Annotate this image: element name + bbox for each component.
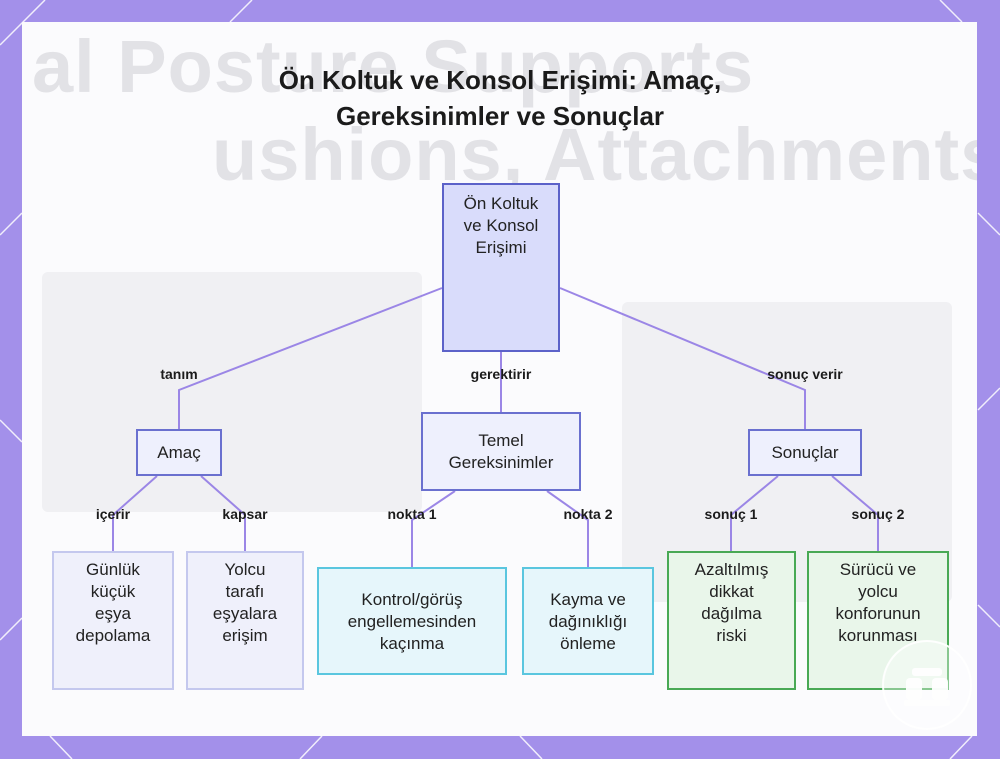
node-sonuclar: Sonuçlar — [748, 429, 862, 476]
node-text-line: depolama — [75, 626, 151, 645]
edge-label-icerir: içerir — [95, 506, 131, 522]
node-yolcu-tarafi: Yolcu tarafı eşyalara erişim — [186, 551, 304, 690]
node-text-line: konforunun — [835, 604, 921, 623]
node-text-line: Günlük — [86, 560, 140, 579]
edge-root-amac — [178, 287, 443, 429]
background-watermark-text: al Posture Supports — [32, 25, 755, 108]
edge-label-tanim: tanım — [160, 366, 198, 382]
node-text-line: Temel — [478, 430, 524, 450]
node-text-line: Amaç — [157, 442, 201, 462]
node-surucu-yolcu-konfor: Sürücü ve yolcu konforunun korunması — [807, 551, 949, 690]
title-line: Ön Koltuk ve Konsol Erişimi: Amaç, — [278, 65, 722, 95]
edge-label-kapsar: kapsar — [222, 506, 268, 522]
node-kayma-dagiklik: Kayma ve dağınıklığı önleme — [522, 567, 654, 675]
node-text-line: dağılma — [701, 604, 762, 623]
node-kontrol-gorus: Kontrol/görüş engellemesinden kaçınma — [317, 567, 507, 675]
node-temel-gereksinimler: Temel Gereksinimler — [421, 412, 581, 491]
edge-label-sonuc-2: sonuç 2 — [851, 506, 905, 522]
edge-sonuclar-surucu — [831, 475, 879, 551]
node-amac: Amaç — [136, 429, 222, 476]
node-text-line: tarafı — [225, 582, 265, 601]
seat-icon — [904, 668, 950, 706]
edge-amac-gunluk — [112, 475, 158, 551]
node-text-line: dağınıklığı — [548, 612, 628, 631]
node-text-line: dikkat — [709, 582, 754, 601]
node-text-line: Kontrol/görüş — [361, 590, 463, 609]
node-text-line: erişim — [222, 626, 268, 645]
edge-root-sonuclar — [559, 287, 806, 429]
node-text-line: Sonuçlar — [771, 442, 839, 462]
edge-sonuclar-azal — [730, 475, 779, 551]
node-text-line: eşyalara — [212, 604, 278, 623]
node-text-line: yolcu — [858, 582, 898, 601]
node-text-line: eşya — [95, 604, 131, 623]
node-text-line: riski — [716, 626, 747, 645]
background-watermark-text: ushions, Attachments — [212, 113, 977, 196]
edge-label-gerektirir: gerektirir — [470, 366, 532, 382]
node-text-line: Ön Koltuk — [463, 194, 539, 213]
edge-label-nokta-1: nokta 1 — [387, 506, 437, 522]
edge-temel-kayma — [546, 490, 589, 567]
node-text-line: küçük — [90, 582, 136, 601]
node-root: Ön Koltuk ve Konsol Erişimi — [442, 183, 560, 352]
node-text-line: önleme — [560, 634, 616, 653]
node-text-line: Erişimi — [475, 238, 527, 257]
brand-logo — [882, 640, 972, 730]
node-text-line: korunması — [838, 626, 918, 645]
background-photo-shape — [42, 272, 422, 512]
edge-amac-yolcu — [200, 475, 246, 551]
node-gunluk-kucuk-esya: Günlük küçük eşya depolama — [52, 551, 174, 690]
diagram-title: Ön Koltuk ve Konsol Erişimi: Amaç, Gerek… — [0, 62, 1000, 134]
node-text-line: Yolcu — [224, 560, 266, 579]
edge-label-nokta-2: nokta 2 — [563, 506, 613, 522]
node-azaltilmis-dikkat: Azaltılmış dikkat dağılma riski — [667, 551, 796, 690]
node-text-line: ve Konsol — [463, 216, 539, 235]
node-text-line: Gereksinimler — [448, 452, 554, 472]
node-text-line: kaçınma — [379, 634, 445, 653]
node-text-line: Sürücü ve — [839, 560, 917, 579]
edge-temel-kontrol — [411, 490, 456, 567]
node-text-line: Kayma ve — [550, 590, 626, 609]
edge-label-sonuc-verir: sonuç verir — [767, 366, 843, 382]
edge-label-sonuc-1: sonuç 1 — [704, 506, 758, 522]
title-line: Gereksinimler ve Sonuçlar — [335, 101, 665, 131]
node-text-line: Azaltılmış — [694, 560, 769, 579]
node-text-line: engellemesinden — [347, 612, 477, 631]
